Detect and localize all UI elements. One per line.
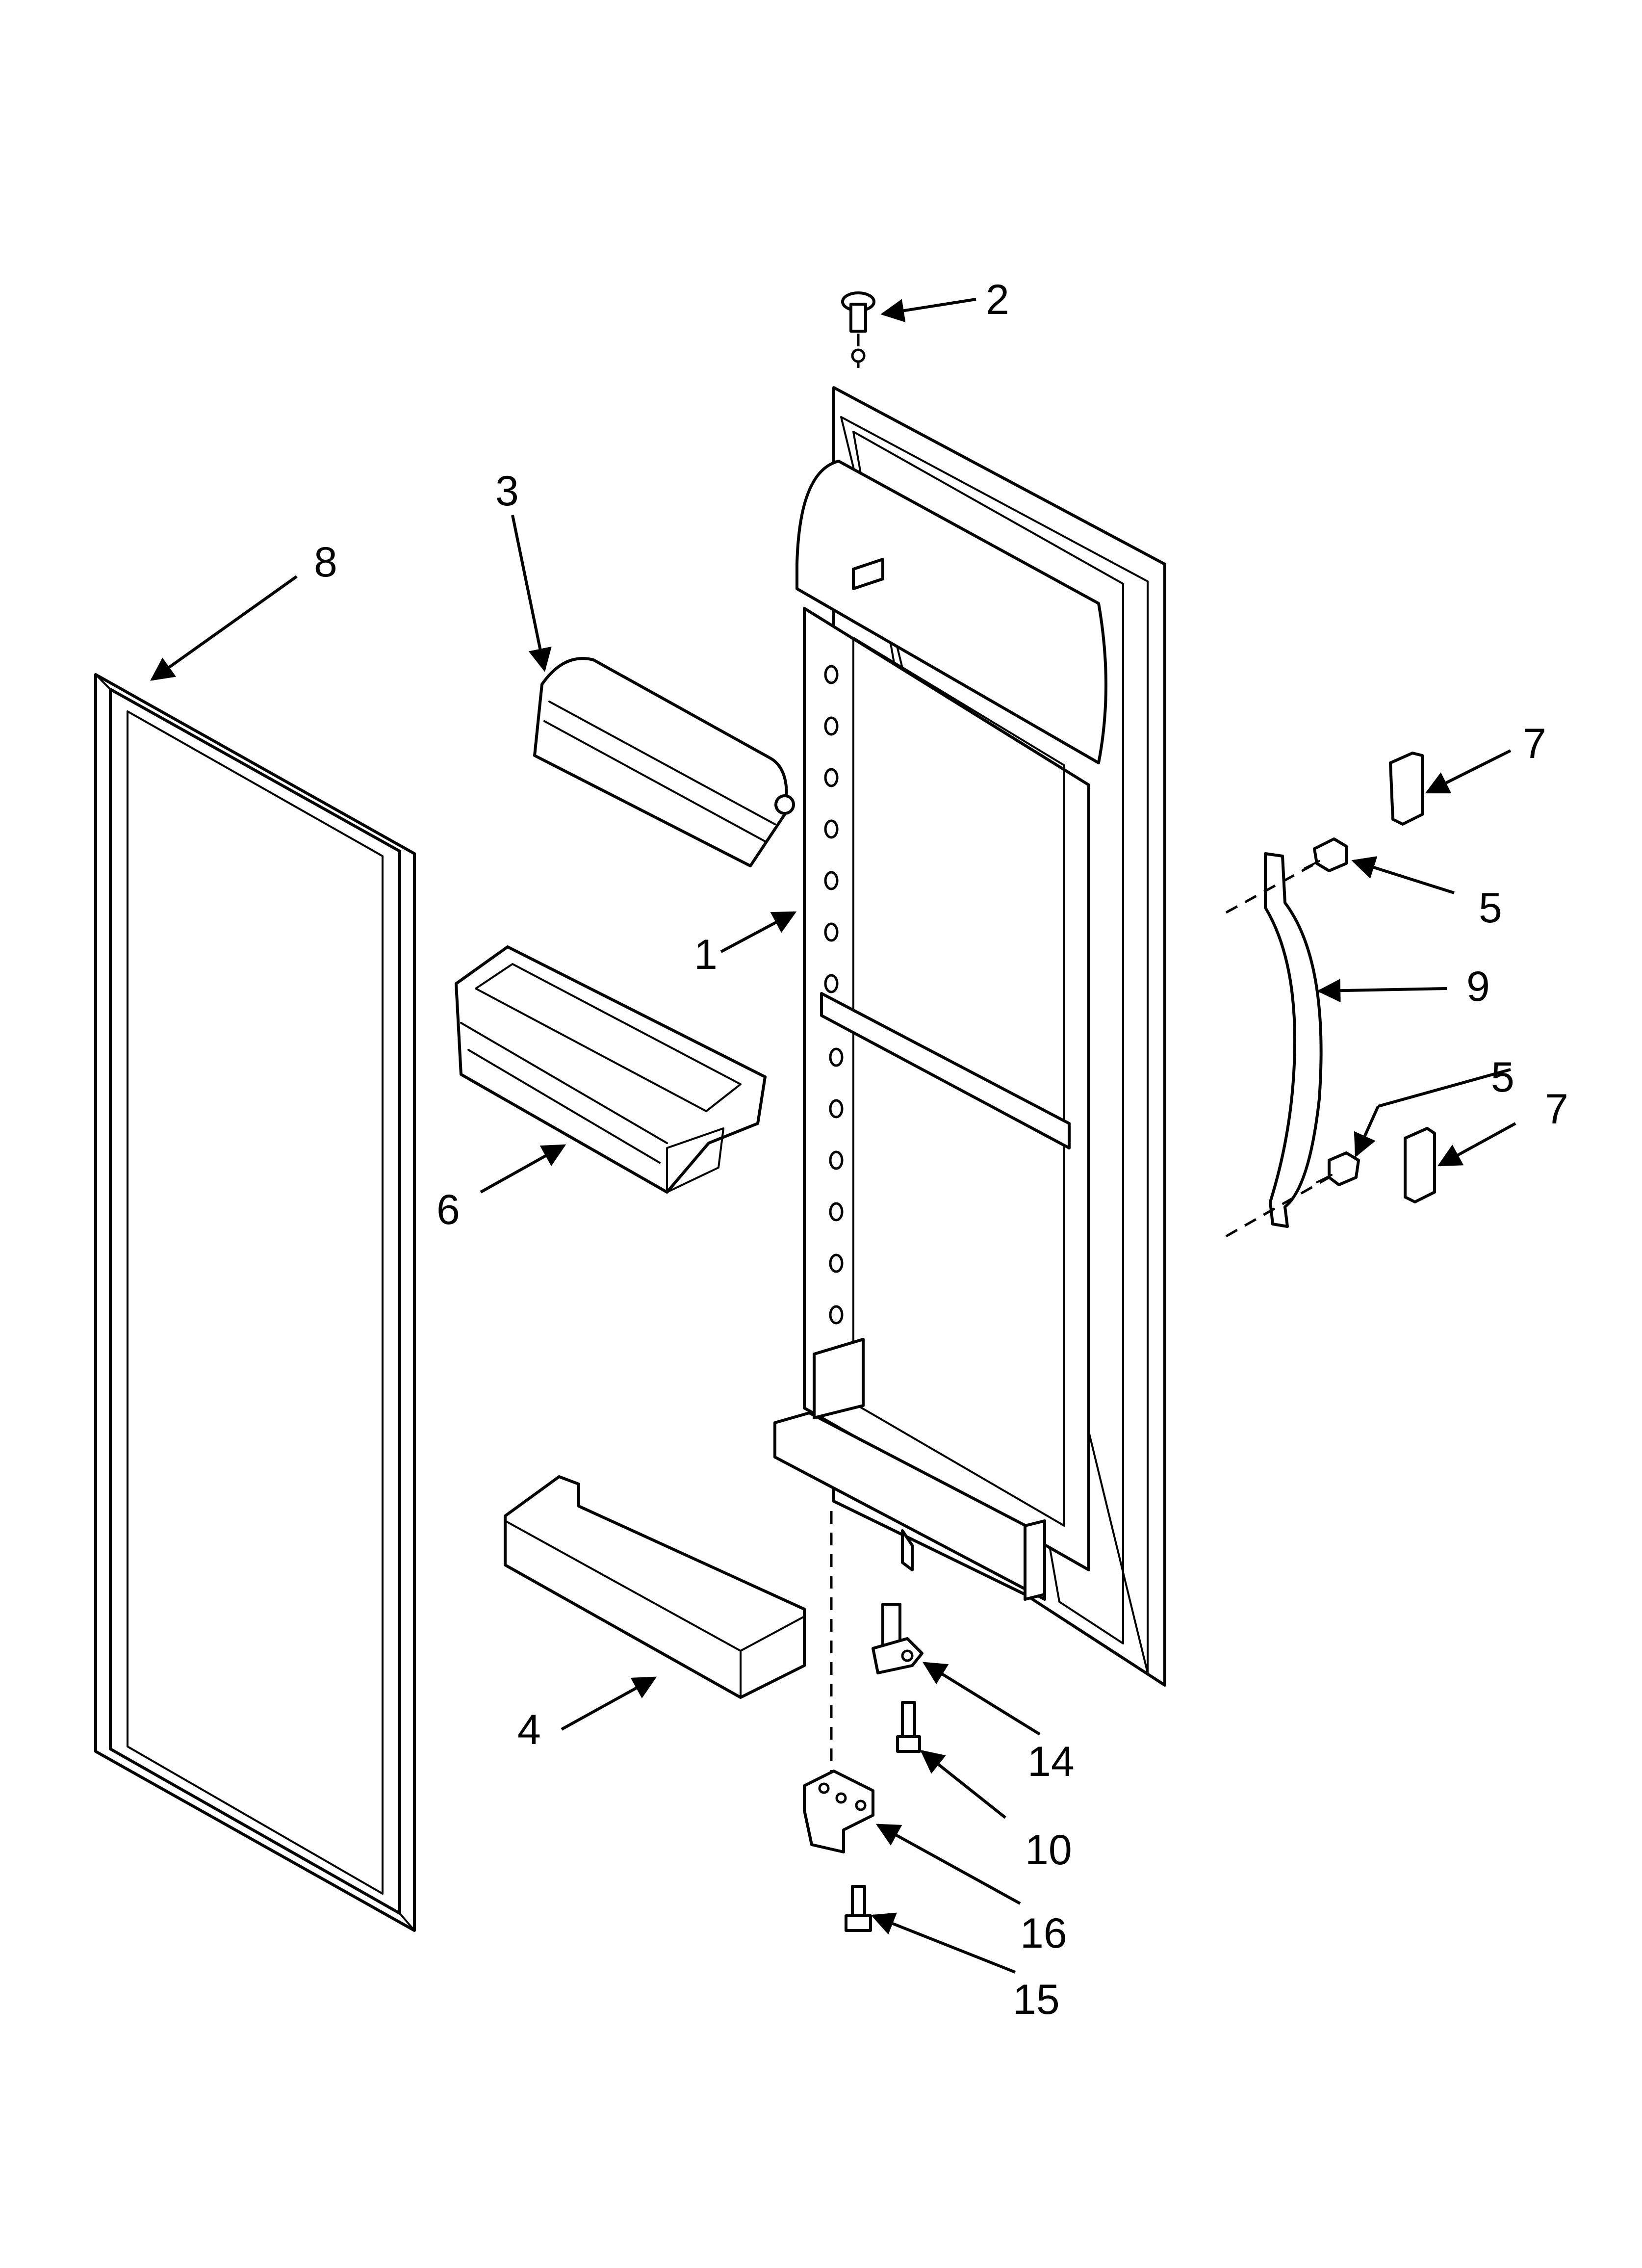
door-gasket <box>94 673 416 1932</box>
hinge-pin <box>872 1603 924 1674</box>
callout-5-bottom: 5 <box>1491 1054 1514 1101</box>
callout-14: 14 <box>1027 1738 1075 1785</box>
door-liner <box>773 386 1166 1687</box>
handle-end-cap-top <box>1389 752 1424 826</box>
bracket-screw <box>845 1885 872 1932</box>
callout-7-top: 7 <box>1523 720 1546 767</box>
door-shelf <box>504 1475 806 1699</box>
callout-1: 1 <box>694 931 718 978</box>
hinge-bracket <box>803 1770 874 1853</box>
callout-2: 2 <box>986 276 1009 323</box>
callout-6: 6 <box>436 1186 460 1233</box>
handle-end-cap-bottom <box>1404 1127 1436 1203</box>
callout-15: 15 <box>1013 1976 1060 2023</box>
door-handle <box>1225 852 1330 1238</box>
callout-4: 4 <box>517 1706 541 1753</box>
callout-5-top: 5 <box>1479 885 1502 932</box>
door-bin <box>455 945 767 1194</box>
callout-9: 9 <box>1466 963 1490 1010</box>
shelf-adjustment-holes <box>824 665 844 1325</box>
handle-screw-bottom <box>1316 1151 1360 1186</box>
handle-screw-top <box>1304 837 1348 872</box>
callout-16: 16 <box>1020 1910 1067 1957</box>
door-plug <box>841 291 875 373</box>
callout-8: 8 <box>314 539 337 586</box>
callout-7-bottom: 7 <box>1545 1086 1568 1133</box>
leader-lines <box>150 298 1516 1974</box>
callout-3: 3 <box>495 468 519 515</box>
hinge-screw <box>896 1701 921 1753</box>
callout-10: 10 <box>1025 1826 1072 1874</box>
dairy-door <box>533 657 795 867</box>
